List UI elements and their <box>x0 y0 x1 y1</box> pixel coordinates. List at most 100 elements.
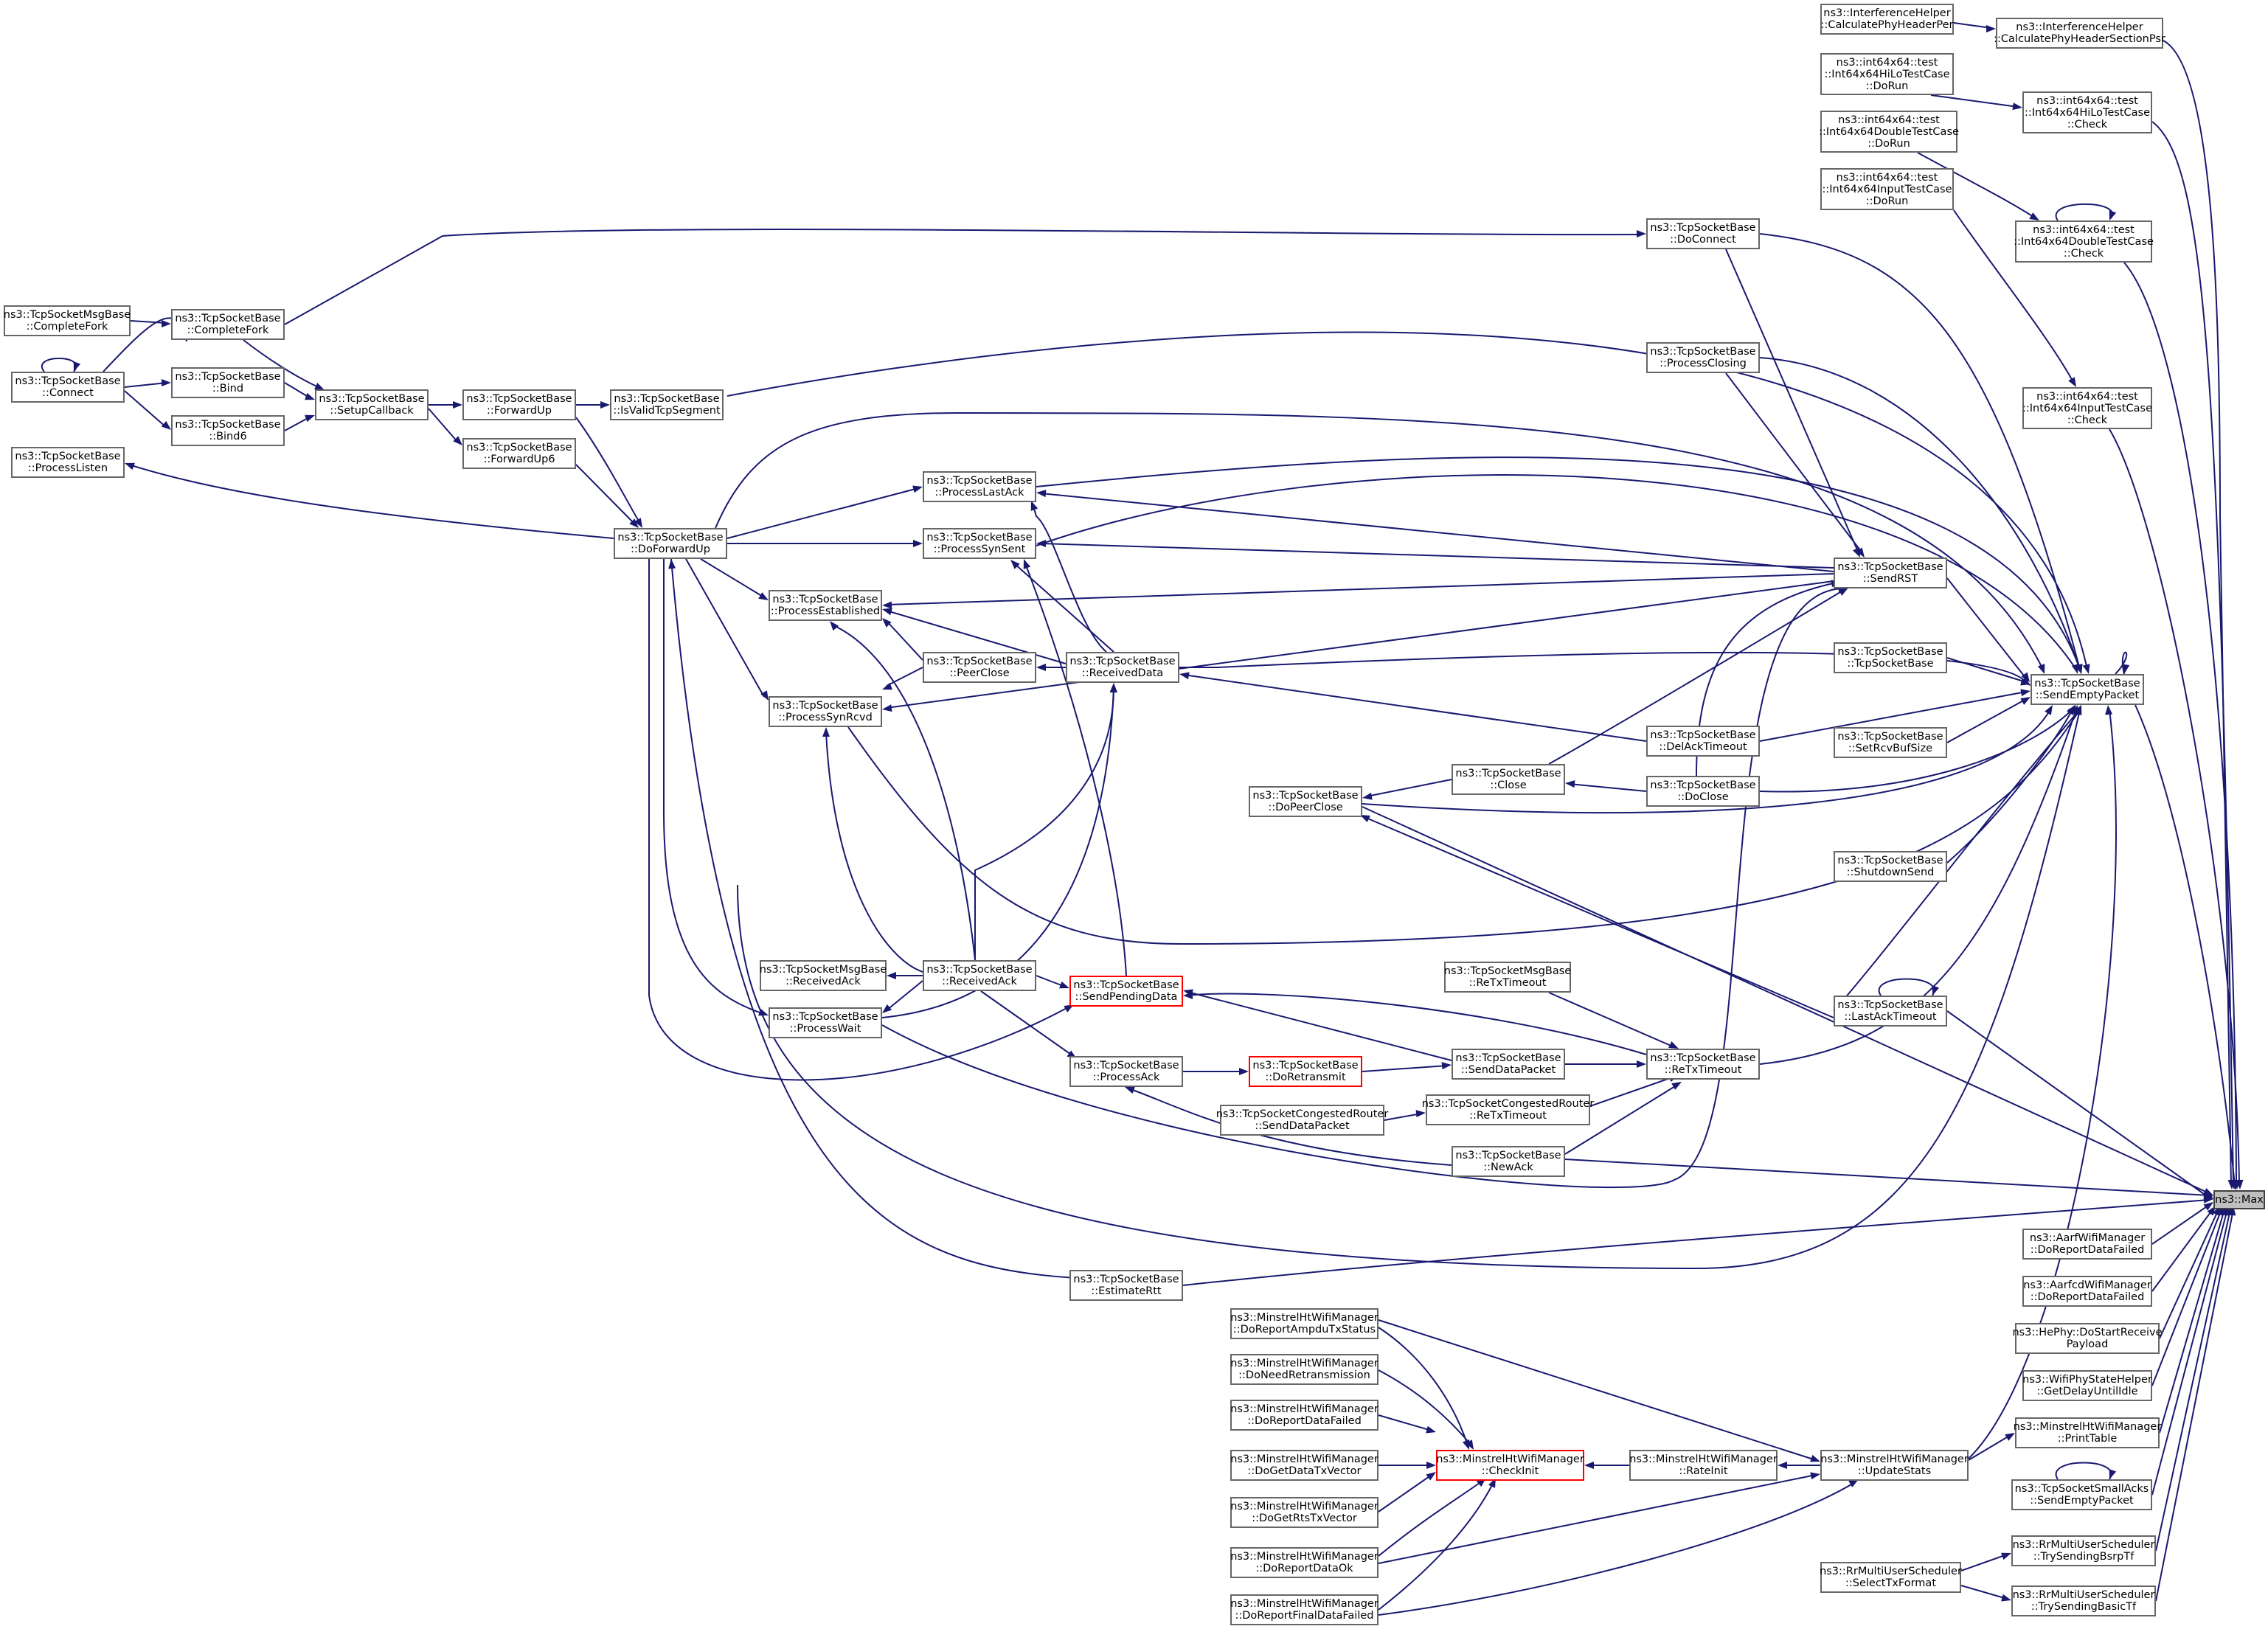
node-tcpsocketbase-tcpsocketbase[interactable]: ns3::TcpSocketBase::TcpSocketBase <box>1834 642 1947 673</box>
node-label-line: ::CompleteFork <box>26 321 108 333</box>
node-tcpsocketbase-processsynrcvd[interactable]: ns3::TcpSocketBase::ProcessSynRcvd <box>769 696 882 727</box>
edge-arrowhead <box>314 382 325 390</box>
edge-arrowhead <box>882 608 892 616</box>
node-rrmultiuserscheduler-selecttxformat[interactable]: ns3::RrMultiUserScheduler::SelectTxForma… <box>1820 1562 1962 1593</box>
edge-arrowhead <box>2082 664 2090 674</box>
node-tcpsocketbase-delacktimeout[interactable]: ns3::TcpSocketBase::DelAckTimeout <box>1646 726 1760 757</box>
node-interferencehelper-calculatephyheaderper[interactable]: ns3::InterferenceHelper::CalculatePhyHea… <box>1820 4 1954 35</box>
node-tcpsocketbase-doclose[interactable]: ns3::TcpSocketBase::DoClose <box>1646 776 1760 807</box>
node-tcpsocketbase-doforwardup[interactable]: ns3::TcpSocketBase::DoForwardUp <box>614 528 727 559</box>
node-tcpsocketmsgbase-retxtimeout[interactable]: ns3::TcpSocketMsgBase::ReTxTimeout <box>1444 962 1571 993</box>
edge-line <box>428 408 459 443</box>
node-rrmultiuserscheduler-trysendingbasictf[interactable]: ns3::RrMultiUserScheduler::TrySendingBas… <box>2011 1585 2156 1616</box>
node-tcpsocketbase-retxtimeout[interactable]: ns3::TcpSocketBase::ReTxTimeout <box>1646 1049 1760 1080</box>
node-minstrelhtwifimanager-rateinit[interactable]: ns3::MinstrelHtWifiManager::RateInit <box>1629 1450 1778 1481</box>
node-label-line: ::ReceivedAck <box>942 976 1017 987</box>
node-minstrelhtwifimanager-doreportdataok[interactable]: ns3::MinstrelHtWifiManager::DoReportData… <box>1230 1547 1379 1578</box>
node-tcpsocketbase-setrcvbufsize[interactable]: ns3::TcpSocketBase::SetRcvBufSize <box>1834 727 1947 758</box>
node-int64x64inputtestcase-dorun[interactable]: ns3::int64x64::test::Int64x64InputTestCa… <box>1820 168 1954 210</box>
node-tcpsocketbase-processclosing[interactable]: ns3::TcpSocketBase::ProcessClosing <box>1646 342 1760 373</box>
node-aarfwifimanager-doreportdatafailed[interactable]: ns3::AarfWifiManager::DoReportDataFailed <box>2022 1229 2152 1260</box>
node-tcpsocketbase-processack[interactable]: ns3::TcpSocketBase::ProcessAck <box>1069 1056 1183 1087</box>
edge-arrowhead <box>2005 1433 2015 1441</box>
node-minstrelhtwifimanager-dogetrtstxvector[interactable]: ns3::MinstrelHtWifiManager::DoGetRtsTxVe… <box>1230 1497 1379 1528</box>
node-minstrelhtwifimanager-dogetdatatxvector[interactable]: ns3::MinstrelHtWifiManager::DoGetDataTxV… <box>1230 1450 1379 1481</box>
edge-line <box>284 382 311 399</box>
node-int64x64hilotestcase-check[interactable]: ns3::int64x64::test::Int64x64HiLoTestCas… <box>2022 91 2152 133</box>
node-tcpsocketcongestedrouter-retxtimeout[interactable]: ns3::TcpSocketCongestedRouter::ReTxTimeo… <box>1422 1094 1594 1125</box>
node-int64x64doubletestcase-dorun[interactable]: ns3::int64x64::test::Int64x64DoubleTestC… <box>1819 111 1959 153</box>
node-label-line: ::Check <box>2067 118 2108 131</box>
node-tcpsocketbase-forwardup6[interactable]: ns3::TcpSocketBase::ForwardUp6 <box>462 438 576 469</box>
edge-line <box>128 464 614 539</box>
edge-arrowhead <box>1986 25 1996 32</box>
node-tcpsocketbase-setupcallback[interactable]: ns3::TcpSocketBase::SetupCallback <box>315 389 429 420</box>
edge-arrowhead <box>1183 992 1193 999</box>
node-tcpsocketbase-processwait[interactable]: ns3::TcpSocketBase::ProcessWait <box>769 1007 882 1038</box>
edge-line <box>737 709 2081 1270</box>
node-tcpsocketbase-forwardup[interactable]: ns3::TcpSocketBase::ForwardUp <box>462 389 576 420</box>
node-tcpsocketbase-receiveddata[interactable]: ns3::TcpSocketBase::ReceivedData <box>1066 652 1179 683</box>
node-int64x64hilotestcase-dorun[interactable]: ns3::int64x64::test::Int64x64HiLoTestCas… <box>1820 53 1954 95</box>
node-minstrelhtwifimanager-doreportampdutxstatus[interactable]: ns3::MinstrelHtWifiManager::DoReportAmpd… <box>1230 1308 1379 1339</box>
node-tcpsocketbase-dopeerclose[interactable]: ns3::TcpSocketBase::DoPeerClose <box>1249 786 1362 817</box>
node-minstrelhtwifimanager-updatestats[interactable]: ns3::MinstrelHtWifiManager::UpdateStats <box>1820 1450 1969 1481</box>
node-minstrelhtwifimanager-printtable[interactable]: ns3::MinstrelHtWifiManager::PrintTable <box>2014 1417 2161 1448</box>
node-label-line: ::CalculatePhyHeaderSectionPsr <box>1994 33 2165 45</box>
edge-line <box>1362 806 2210 1194</box>
node-tcpsocketbase-sendemptypacket[interactable]: ns3::TcpSocketBase::SendEmptyPacket <box>2031 674 2144 705</box>
node-tcpsocketbase-connect[interactable]: ns3::TcpSocketBase::Connect <box>11 372 125 403</box>
node-int64x64doubletestcase-check[interactable]: ns3::int64x64::test::Int64x64DoubleTestC… <box>2014 220 2154 263</box>
node-max[interactable]: ns3::Max <box>2213 1190 2265 1209</box>
node-tcpsocketbase-processsynsent[interactable]: ns3::TcpSocketBase::ProcessSynSent <box>923 528 1036 559</box>
node-tcpsocketbase-senddatapacket[interactable]: ns3::TcpSocketBase::SendDataPacket <box>1452 1049 1565 1080</box>
node-tcpsocketbase-sendpendingdata[interactable]: ns3::TcpSocketBase::SendPendingData <box>1069 976 1183 1007</box>
node-tcpsocketbase-close[interactable]: ns3::TcpSocketBase::Close <box>1452 764 1565 795</box>
edge-line <box>825 731 923 973</box>
node-tcpsocketbase-bind[interactable]: ns3::TcpSocketBase::Bind <box>171 367 285 398</box>
edge-line <box>1032 503 1107 653</box>
node-minstrelhtwifimanager-doreportfinaldatafailed[interactable]: ns3::MinstrelHtWifiManager::DoReportFina… <box>1230 1594 1379 1625</box>
node-label-line: ns3::TcpSocketBase <box>926 964 1033 976</box>
node-tcpsocketbase-peerclose[interactable]: ns3::TcpSocketBase::PeerClose <box>923 652 1036 683</box>
node-minstrelhtwifimanager-doneedretransmission[interactable]: ns3::MinstrelHtWifiManager::DoNeedRetran… <box>1230 1354 1379 1385</box>
node-tcpsocketbase-doconnect[interactable]: ns3::TcpSocketBase::DoConnect <box>1646 218 1760 249</box>
node-tcpsocketbase-shutdownsend[interactable]: ns3::TcpSocketBase::ShutdownSend <box>1834 851 1947 882</box>
node-tcpsocketbase-newack[interactable]: ns3::TcpSocketBase::NewAck <box>1452 1146 1565 1177</box>
node-tcpsocketsmallacks-sendemptypacket[interactable]: ns3::TcpSocketSmallAcks::SendEmptyPacket <box>2011 1479 2152 1510</box>
node-tcpsocketbase-processlastack[interactable]: ns3::TcpSocketBase::ProcessLastAck <box>923 471 1036 502</box>
node-rrmultiuserscheduler-trysendingbsrptf[interactable]: ns3::RrMultiUserScheduler::TrySendingBsr… <box>2011 1535 2156 1566</box>
edge-line <box>1384 1113 1422 1121</box>
node-tcpsocketmsgbase-receivedack[interactable]: ns3::TcpSocketMsgBase::ReceivedAck <box>760 960 887 991</box>
edge-arrowhead <box>1462 1439 1470 1450</box>
node-tcpsocketbase-estimatertt[interactable]: ns3::TcpSocketBase::EstimateRtt <box>1069 1270 1183 1301</box>
node-tcpsocketbase-lastacktimeout[interactable]: ns3::TcpSocketBase::LastAckTimeout <box>1834 996 1947 1027</box>
node-tcpsocketbase-isvalidtcpsegment[interactable]: ns3::TcpSocketBase::IsValidTcpSegment <box>610 389 724 420</box>
node-tcpsocketbase-doretransmit[interactable]: ns3::TcpSocketBase::DoRetransmit <box>1249 1056 1362 1087</box>
node-aarfcdwifimanager-doreportdatafailed[interactable]: ns3::AarfcdWifiManager::DoReportDataFail… <box>2022 1276 2152 1307</box>
edge-arrowhead <box>1362 792 1373 800</box>
node-label-line: ::DoClose <box>1677 791 1729 803</box>
node-minstrelhtwifimanager-checkinit[interactable]: ns3::MinstrelHtWifiManager::CheckInit <box>1436 1450 1584 1481</box>
node-tcpsocketbase-bind6[interactable]: ns3::TcpSocketBase::Bind6 <box>171 415 285 446</box>
node-tcpsocketbase-processestablished[interactable]: ns3::TcpSocketBase::ProcessEstablished <box>769 590 882 621</box>
node-minstrelhtwifimanager-doreportdatafailed[interactable]: ns3::MinstrelHtWifiManager::DoReportData… <box>1230 1400 1379 1431</box>
node-tcpsocketbase-sendrst[interactable]: ns3::TcpSocketBase::SendRST <box>1834 558 1947 588</box>
edge-arrowhead <box>2029 212 2039 220</box>
edge-arrowhead <box>1360 815 1370 823</box>
node-tcpsocketcongestedrouter-senddatapacket[interactable]: ns3::TcpSocketCongestedRouter::SendDataP… <box>1216 1105 1388 1136</box>
edge-line <box>2055 203 2113 221</box>
edge-arrowhead <box>1036 490 1047 498</box>
node-int64x64inputtestcase-check[interactable]: ns3::int64x64::test::Int64x64InputTestCa… <box>2022 387 2152 429</box>
node-wifiphystatehelper-getdelayuntilidle[interactable]: ns3::WifiPhyStateHelper::GetDelayUntilId… <box>2022 1370 2152 1401</box>
node-tcpsocketbase-completefork[interactable]: ns3::TcpSocketBase::CompleteFork <box>171 309 285 340</box>
node-tcpsocketbase-processlisten[interactable]: ns3::TcpSocketBase::ProcessListen <box>11 447 125 478</box>
node-label-line: ::DoGetRtsTxVector <box>1252 1512 1357 1524</box>
node-interferencehelper-calculatephyheadersectionpsr[interactable]: ns3::InterferenceHelper::CalculatePhyHea… <box>1994 18 2165 49</box>
node-label-line: ns3::WifiPhyStateHelper <box>2022 1374 2152 1386</box>
node-tcpsocketmsgbase-completefork[interactable]: ns3::TcpSocketMsgBase::CompleteFork <box>4 305 131 336</box>
edge-line <box>1182 1199 2210 1286</box>
node-label-line: ns3::TcpSocketBase <box>1650 1052 1756 1064</box>
node-tcpsocketbase-receivedack[interactable]: ns3::TcpSocketBase::ReceivedAck <box>923 960 1036 991</box>
